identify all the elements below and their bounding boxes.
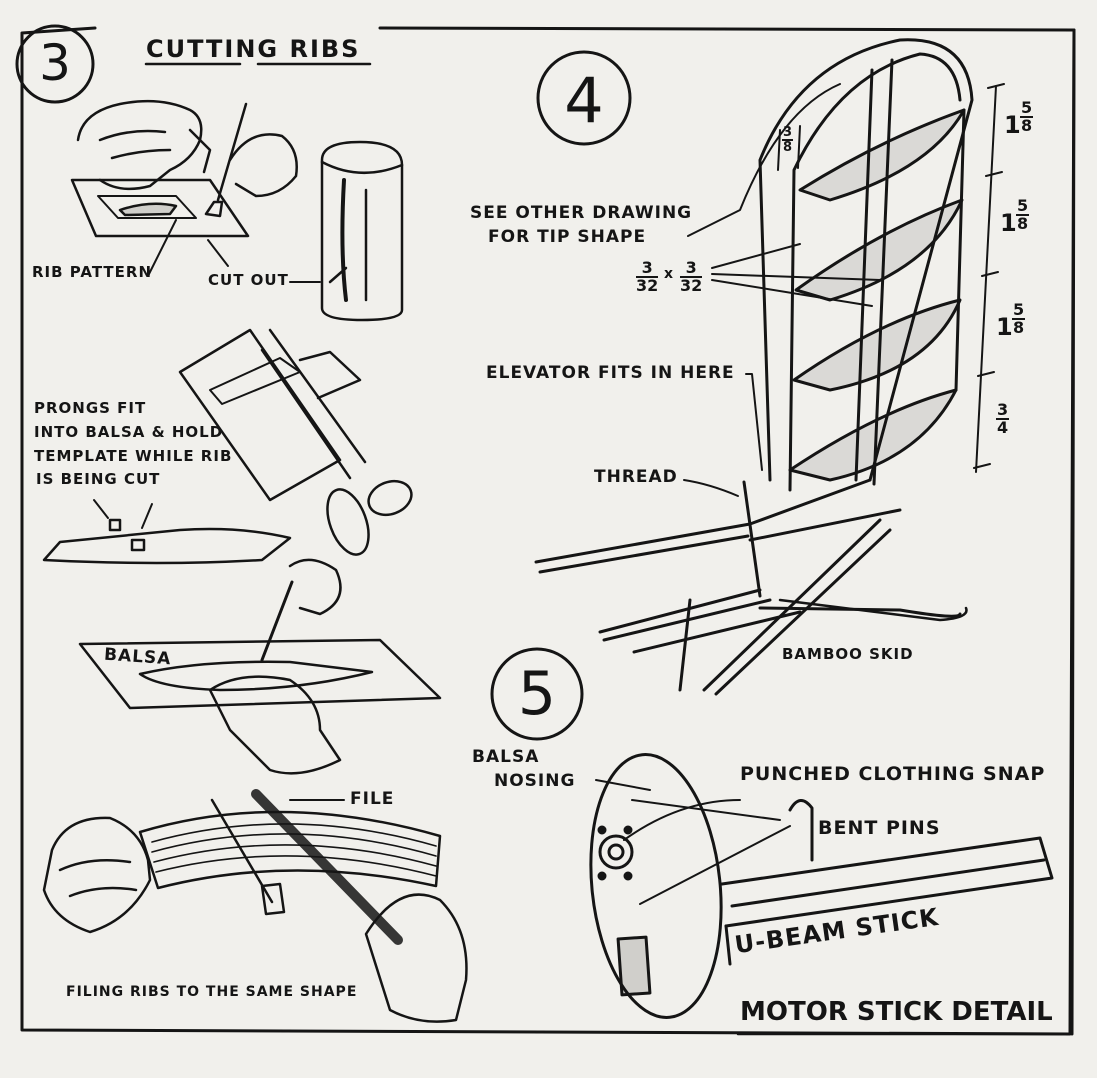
- section-3-circle: [15, 24, 95, 104]
- prongs-template-drawing: [42, 499, 292, 565]
- skid-label: BAMBOO SKID: [782, 645, 914, 663]
- file-label: FILE: [350, 789, 395, 809]
- section-3-number: 3: [39, 34, 71, 92]
- pins-leader: [631, 799, 791, 905]
- spar-leader-3: [711, 279, 873, 307]
- elevator-note: ELEVATOR FITS IN HERE: [486, 363, 735, 383]
- spar-size-a: 3 32: [636, 258, 659, 295]
- motor-stick-drawing: [589, 753, 1054, 1019]
- scissors-template-drawing: [178, 328, 413, 556]
- section-4-number: 4: [564, 64, 604, 137]
- thread-leader: [683, 479, 739, 497]
- spar-leader-1: [711, 243, 801, 269]
- elevator-leader: [745, 373, 763, 471]
- cut-out-label: CUT OUT: [208, 271, 289, 289]
- filing-caption: FILING RIBS TO THE SAME SHAPE: [66, 984, 358, 1000]
- rib-pattern-drawing: [70, 99, 298, 238]
- section-4-circle: [536, 50, 632, 146]
- elevator-frame-drawing: [534, 38, 974, 696]
- pins-label: BENT PINS: [818, 817, 941, 839]
- cut-out-drawing: [320, 140, 404, 322]
- snap-label: PUNCHED CLOTHING SNAP: [740, 763, 1046, 785]
- prongs-note-line-1: PRONGS FIT: [34, 399, 147, 417]
- snap-leader: [623, 799, 741, 841]
- top-dim: 3 8: [782, 125, 794, 155]
- nosing-line-2: NOSING: [494, 771, 576, 791]
- nosing-line-1: BALSA: [472, 747, 540, 767]
- section-5-number: 5: [517, 659, 557, 729]
- thread-label: THREAD: [594, 467, 678, 487]
- tip-note-leader: [687, 83, 841, 237]
- nosing-leader: [595, 779, 651, 791]
- filing-ribs-drawing: [42, 789, 468, 1023]
- rib-pattern-label: RIB PATTERN: [32, 263, 153, 281]
- prongs-note-line-3: TEMPLATE WHILE RIB: [34, 447, 233, 465]
- balsa-cutting-drawing: [78, 558, 442, 775]
- section-5-circle: [490, 647, 584, 741]
- tip-note-line-1: SEE OTHER DRAWING: [470, 203, 693, 223]
- tip-note-line-2: FOR TIP SHAPE: [488, 227, 647, 247]
- section-3-title: CUTTING RIBS: [146, 35, 361, 63]
- spar-leader-2: [711, 273, 881, 281]
- prongs-note-line-4: IS BEING CUT: [36, 470, 161, 488]
- dimension-marks: [777, 83, 1005, 473]
- spar-size-b: 3 32: [680, 258, 703, 295]
- frame-border-right: [1070, 28, 1076, 1036]
- motor-stick-caption: MOTOR STICK DETAIL: [740, 997, 1053, 1027]
- prongs-note-line-2: INTO BALSA & HOLD: [34, 423, 224, 441]
- cut-out-leader: [207, 239, 321, 283]
- rib-pattern-leader: [147, 219, 177, 277]
- spar-size-x: x: [664, 266, 675, 282]
